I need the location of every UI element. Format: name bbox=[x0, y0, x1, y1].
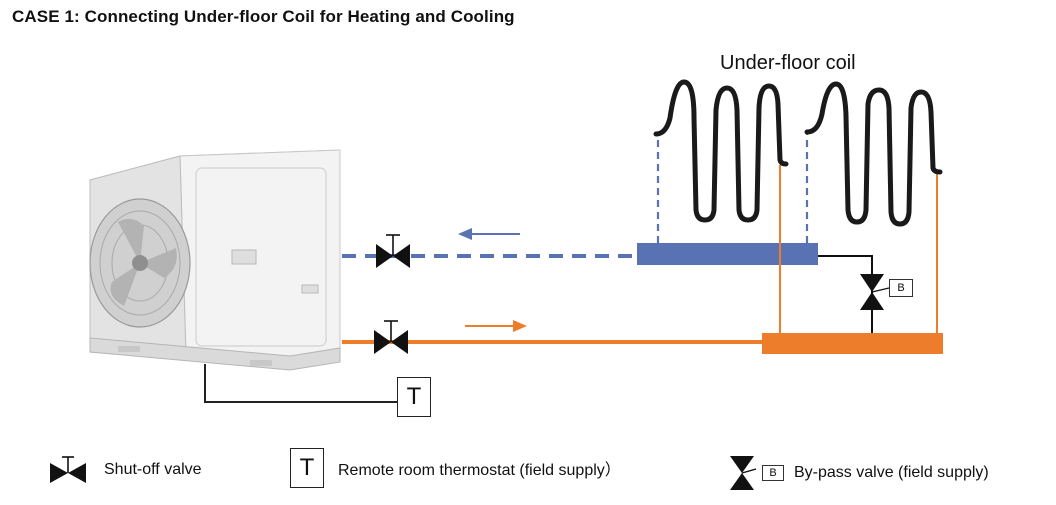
return-manifold bbox=[637, 243, 818, 265]
diagram-title: CASE 1: Connecting Under-floor Coil for … bbox=[12, 7, 515, 26]
heat-pump-unit bbox=[89, 149, 341, 371]
thermostat-icon: T bbox=[290, 448, 324, 488]
legend-thermostat-label: Remote room thermostat (field supply） bbox=[338, 462, 621, 479]
supply-manifold bbox=[762, 333, 943, 354]
supply-flow-arrow bbox=[465, 320, 527, 332]
legend-shutoff: Shut-off valve bbox=[48, 455, 202, 485]
bypass-line bbox=[818, 255, 873, 333]
legend-bypass-label: By-pass valve (field supply) bbox=[794, 464, 989, 481]
coil-label: Under-floor coil bbox=[720, 52, 856, 74]
return-shutoff-valve bbox=[376, 234, 410, 268]
bypass-valve-icon bbox=[730, 456, 756, 490]
underfloor-coil-2 bbox=[804, 81, 943, 227]
bypass-tag-icon: B bbox=[762, 465, 784, 481]
remote-thermostat: T bbox=[397, 377, 431, 417]
bypass-valve bbox=[860, 274, 890, 310]
shutoff-valve-icon bbox=[50, 456, 86, 483]
legend-shutoff-label: Shut-off valve bbox=[104, 461, 202, 478]
legend-thermostat: T Remote room thermostat (field supply） bbox=[290, 448, 621, 488]
legend-bypass: B By-pass valve (field supply) bbox=[728, 455, 989, 491]
bypass-valve-tag: B bbox=[889, 279, 913, 297]
underfloor-coil-1 bbox=[653, 79, 789, 223]
fan-grille bbox=[89, 198, 191, 328]
thermostat-wire bbox=[204, 364, 397, 403]
supply-shutoff-valve bbox=[374, 320, 408, 354]
return-flow-arrow bbox=[458, 228, 520, 240]
